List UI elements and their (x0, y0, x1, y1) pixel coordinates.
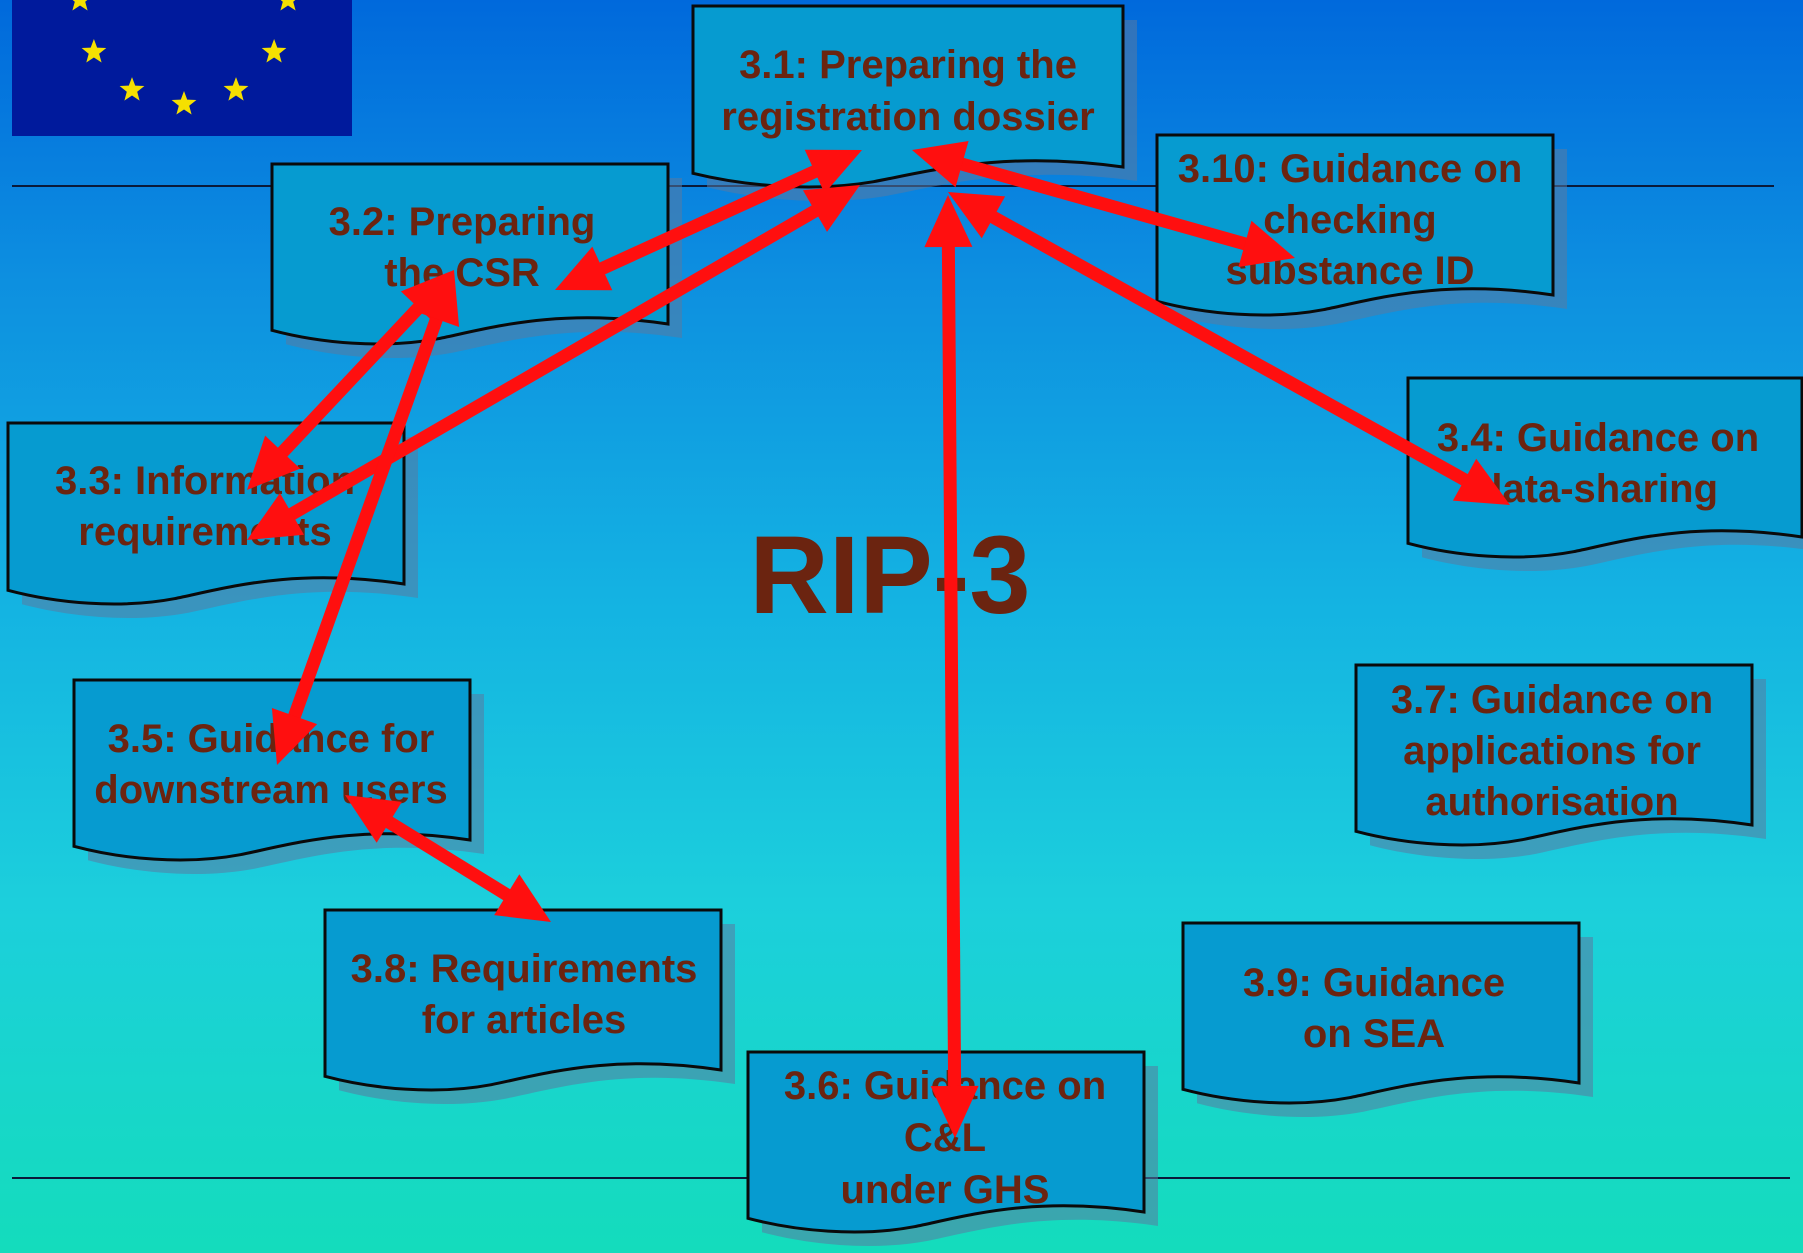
box-label-line: 3.4: Guidance on (1437, 416, 1759, 460)
eu-flag-stars (72, 0, 296, 115)
diagram-title: RIP-3 (749, 514, 1030, 637)
flag-star (223, 77, 249, 101)
box-label-line: for articles (422, 998, 627, 1042)
box-label-line: authorisation (1425, 780, 1678, 824)
arrow-head (271, 707, 318, 765)
guidance-box-3-2: 3.2: Preparing the CSR (270, 162, 682, 359)
link-arrow-3-1-to-3-4 (948, 192, 1510, 505)
arrow-head (802, 185, 860, 232)
box-body (1181, 921, 1581, 1105)
box-body (746, 1050, 1146, 1234)
link-arrow-3-2-to-3-5 (271, 270, 460, 765)
arrow-head (1238, 220, 1295, 267)
arrow-head (804, 149, 862, 194)
box-label-line: 3.2: Preparing (329, 200, 596, 244)
arrow-shaft (283, 202, 824, 523)
box-label-line: on SEA (1303, 1012, 1445, 1056)
arrow-head (930, 1085, 979, 1138)
box-label-line: 3.9: Guidance (1243, 961, 1505, 1005)
box-label-line: 3.10: Guidance on (1178, 147, 1523, 191)
arrow-head (345, 795, 402, 843)
guidance-box-3-8: 3.8: Requirements for articles (323, 908, 735, 1105)
flag-star (81, 39, 107, 63)
arrow-shaft (954, 156, 1253, 252)
box-label-line: 3.8: Requirements (351, 947, 698, 991)
box-label-line: data-sharing (1478, 467, 1718, 511)
flag-star (171, 91, 197, 115)
arrow-head (555, 246, 613, 291)
guidance-box-3-4: 3.4: Guidance on data-sharing (1406, 376, 1803, 571)
arrow-shaft (594, 163, 823, 277)
box-label-line: C&L (904, 1116, 986, 1160)
guidance-box-3-9: 3.9: Guidance on SEA (1181, 921, 1593, 1118)
arrow-head (912, 141, 969, 188)
flag-star (72, 0, 88, 11)
box-body (1155, 133, 1555, 317)
box-label-line: checking (1263, 198, 1436, 242)
flag-star (119, 77, 145, 101)
flag-star (261, 39, 287, 63)
box-label-line: registration dossier (721, 95, 1094, 139)
box-label-line: 3.7: Guidance on (1391, 678, 1713, 722)
box-label-line: 3.3: Information (55, 459, 355, 503)
link-arrow-3-1-to-3-3 (247, 185, 860, 540)
flag-star (280, 0, 296, 11)
arrow-head (247, 493, 305, 540)
box-label-line: applications for (1403, 729, 1701, 773)
arrow-head (247, 435, 301, 490)
arrow-shaft (985, 208, 1473, 489)
arrow-shaft (941, 240, 962, 1093)
box-label-line: the CSR (384, 251, 540, 295)
box-label-line: 3.1: Preparing the (739, 43, 1077, 87)
link-arrow-3-1-to-3-10 (912, 141, 1295, 267)
arrow-head (1452, 458, 1510, 505)
arrow-shaft (286, 311, 445, 724)
box-body (691, 4, 1125, 189)
guidance-box-3-1: 3.1: Preparing the registration dossier (691, 4, 1137, 202)
eu-flag-logo (12, 0, 352, 136)
box-label-line: 3.5: Guidance for (108, 717, 435, 761)
arrow-head (494, 874, 551, 922)
arrow-head (948, 192, 1006, 239)
box-body (323, 908, 723, 1092)
link-arrow-3-1-to-3-6 (924, 195, 979, 1138)
box-body (270, 162, 670, 346)
link-arrow-3-5-to-3-8 (345, 795, 551, 922)
link-arrow-3-1-to-3-2 (555, 149, 862, 291)
guidance-box-3-7: 3.7: Guidance on applications for authoris… (1354, 663, 1766, 860)
arrow-shaft (380, 813, 516, 904)
arrow-shaft (273, 299, 428, 461)
arrow-head (924, 195, 973, 248)
arrow-head (413, 270, 460, 328)
box-body (1354, 663, 1754, 847)
box-label-line: under GHS (841, 1168, 1050, 1212)
box-body (1406, 376, 1803, 559)
